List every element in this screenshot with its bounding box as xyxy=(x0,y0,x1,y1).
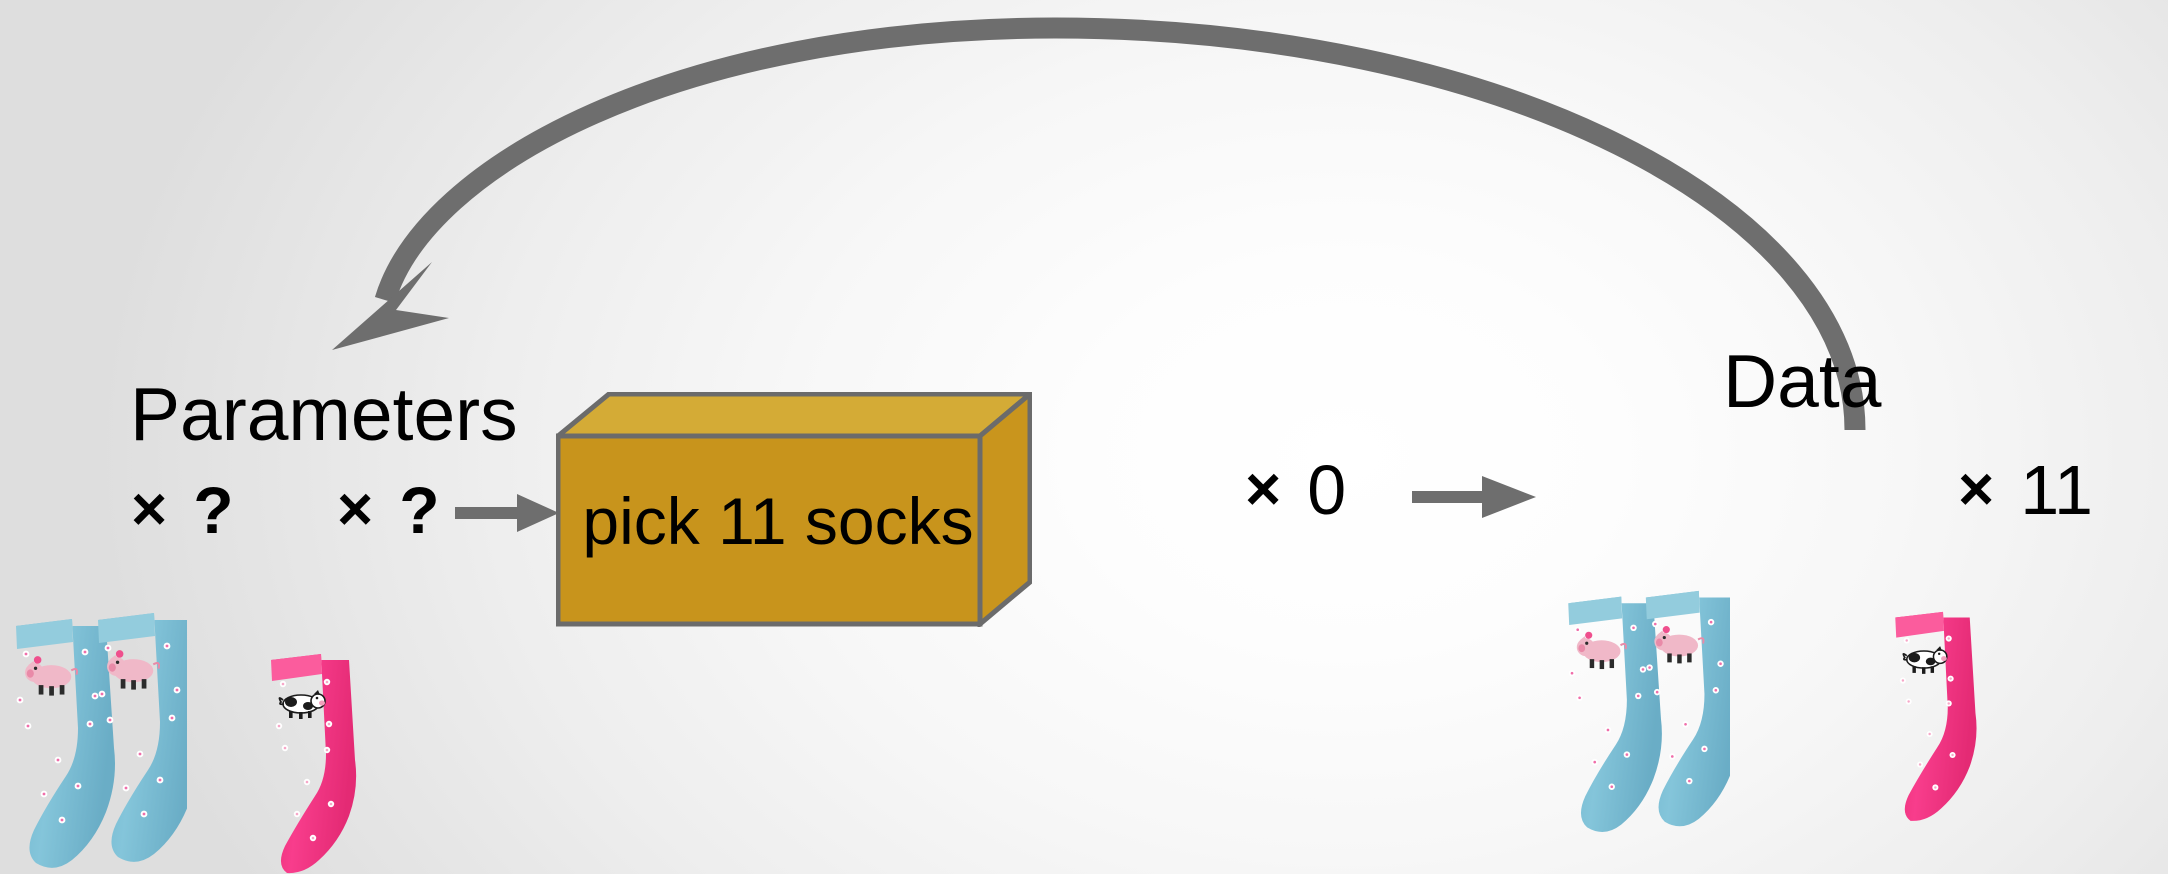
multiply-icon: × xyxy=(131,475,168,544)
parameter-blue-sock-count: × ? xyxy=(131,477,234,543)
parameter-pink-sock-count: × ? xyxy=(337,477,440,543)
data-blue-sock-value: 0 xyxy=(1307,451,1347,529)
blue-pig-sock-pair-parameters xyxy=(2,608,187,874)
multiply-icon: × xyxy=(1958,455,1995,524)
parameter-blue-sock-value: ? xyxy=(193,473,234,547)
blue-pig-sock-pair-data xyxy=(1555,583,1730,841)
output-flow-arrow xyxy=(1412,472,1542,522)
pink-cow-sock-data xyxy=(1880,604,1985,822)
pink-cow-sock-parameters xyxy=(255,646,365,874)
parameters-label: Parameters xyxy=(130,372,518,456)
data-pink-sock-value: 11 xyxy=(2020,451,2093,529)
input-flow-arrow xyxy=(455,490,565,536)
data-blue-sock-count: × 0 xyxy=(1245,455,1346,525)
process-box xyxy=(556,392,1032,627)
process-box-label: pick 11 socks xyxy=(582,484,974,558)
parameter-pink-sock-value: ? xyxy=(399,473,440,547)
data-label: Data xyxy=(1723,339,1882,423)
multiply-icon: × xyxy=(1245,455,1282,524)
data-pink-sock-count: × 11 xyxy=(1958,455,2093,525)
multiply-icon: × xyxy=(337,475,374,544)
